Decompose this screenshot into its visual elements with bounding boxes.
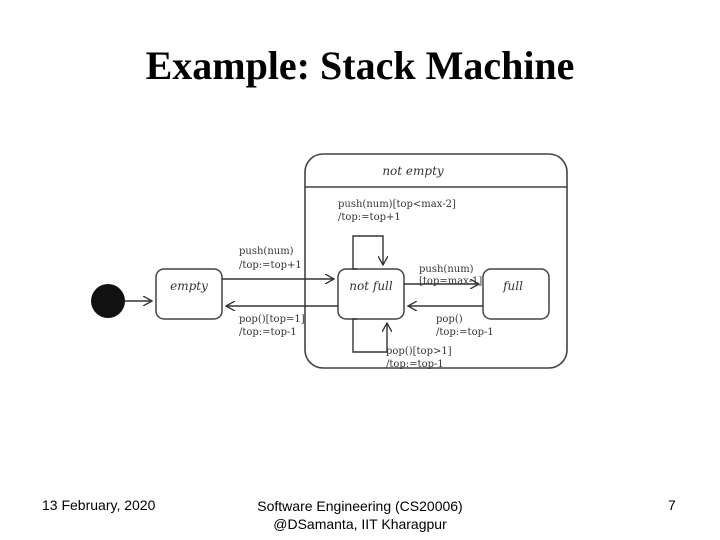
label-self-loop-push-1: push(num)[top<max-2]: [338, 199, 456, 210]
footer-date: 13 February, 2020: [42, 497, 156, 513]
composite-state-not-empty: [304, 153, 568, 369]
label-not-full-to-full-1: push(num): [419, 264, 474, 275]
state-empty-label: empty: [170, 279, 208, 293]
footer-author: @DSamanta, IIT Kharagpur: [273, 516, 447, 532]
label-not-full-to-empty-2: /top:=top-1: [239, 327, 297, 338]
state-full: [482, 268, 550, 320]
self-loop-pop: [352, 318, 387, 353]
state-diagram: not empty empty not full full push(num) …: [91, 153, 568, 370]
label-empty-to-not-full-2: /top:=top+1: [239, 260, 302, 271]
initial-state-dot: [91, 284, 125, 318]
state-full-label: full: [502, 279, 523, 293]
label-empty-to-not-full-1: push(num): [239, 246, 294, 257]
label-not-full-to-full-2: [top=max-1]: [419, 276, 482, 287]
state-empty: [155, 268, 223, 320]
label-full-to-not-full-2: /top:=top-1: [436, 327, 494, 338]
page-number: 7: [668, 497, 676, 513]
state-not-full-label: not full: [349, 279, 393, 293]
label-full-to-not-full-1: pop(): [436, 314, 463, 325]
label-self-loop-pop-1: pop()[top>1]: [386, 346, 452, 357]
slide-title: Example: Stack Machine: [145, 43, 575, 88]
state-not-full: [337, 268, 405, 320]
composite-state-label: not empty: [382, 164, 444, 178]
footer-course-info: Software Engineering (CS20006) @DSamanta…: [220, 497, 500, 533]
label-self-loop-pop-2: /top:=top-1: [386, 359, 444, 370]
label-self-loop-push-2: /top:=top+1: [338, 212, 401, 223]
self-loop-push: [352, 235, 383, 270]
label-not-full-to-empty-1: pop()[top=1]: [239, 314, 305, 325]
footer-course: Software Engineering (CS20006): [257, 498, 463, 514]
